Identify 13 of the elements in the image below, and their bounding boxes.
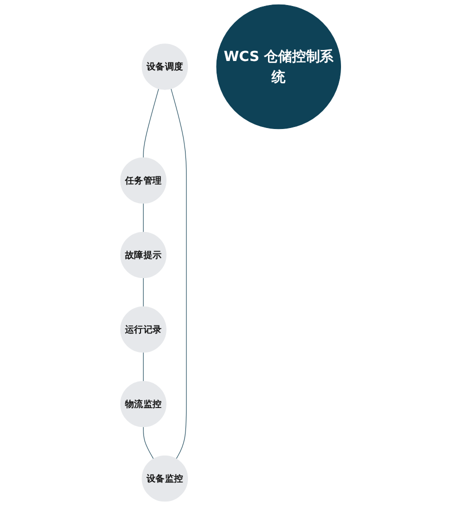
node-circle: 任务管理 — [120, 157, 166, 204]
connector — [170, 88, 187, 460]
connector — [142, 203, 144, 232]
connector — [142, 352, 144, 382]
connector — [142, 426, 154, 460]
node-circle: 物流监控 — [120, 380, 166, 428]
connector — [142, 88, 159, 158]
connector — [142, 278, 144, 308]
node-circle: 运行记录 — [120, 306, 166, 353]
node-circle: 故障提示 — [120, 232, 166, 278]
node-circle: 设备监控 — [142, 455, 188, 502]
node-circle: WCS 仓储控制系统 — [216, 4, 341, 130]
node-circle: 设备调度 — [142, 44, 188, 90]
